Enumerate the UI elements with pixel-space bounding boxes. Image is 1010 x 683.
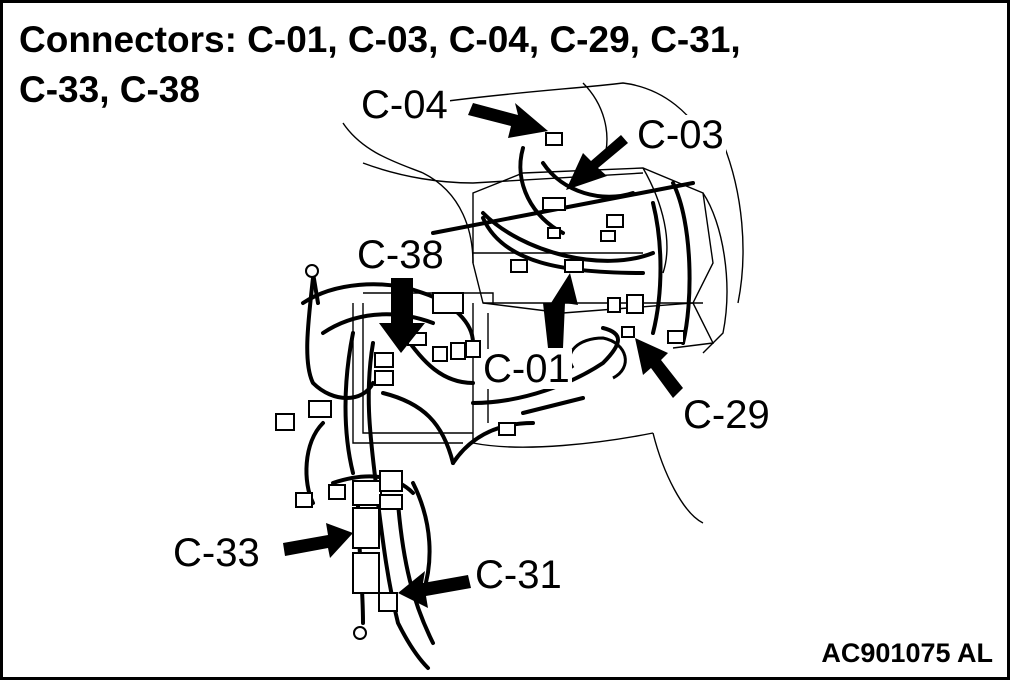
diagram-title: Connectors: C-01, C-03, C-04, C-29, C-31…	[19, 19, 741, 110]
arrow-c33	[283, 523, 353, 558]
arrow-c03	[566, 135, 628, 190]
connector-blocks	[275, 132, 685, 612]
ring-terminals	[305, 264, 367, 640]
wiring-harness-illustration	[275, 82, 744, 670]
arrow-c01	[543, 273, 578, 348]
arrow-c31	[398, 571, 471, 608]
callout-c04: C-04	[359, 83, 450, 127]
arrow-c04	[468, 103, 548, 138]
callout-c38: C-38	[355, 233, 446, 277]
arrow-c38	[379, 278, 425, 353]
callout-c29: C-29	[681, 393, 772, 437]
arrow-c29	[635, 338, 683, 398]
pointer-arrows	[283, 103, 683, 608]
callout-c03: C-03	[635, 113, 726, 157]
harness-loop	[568, 336, 627, 380]
callout-c33: C-33	[171, 531, 262, 575]
callout-c01: C-01	[481, 347, 572, 391]
callout-c31: C-31	[473, 553, 564, 597]
figure-reference-id: AC901075 AL	[821, 638, 993, 668]
